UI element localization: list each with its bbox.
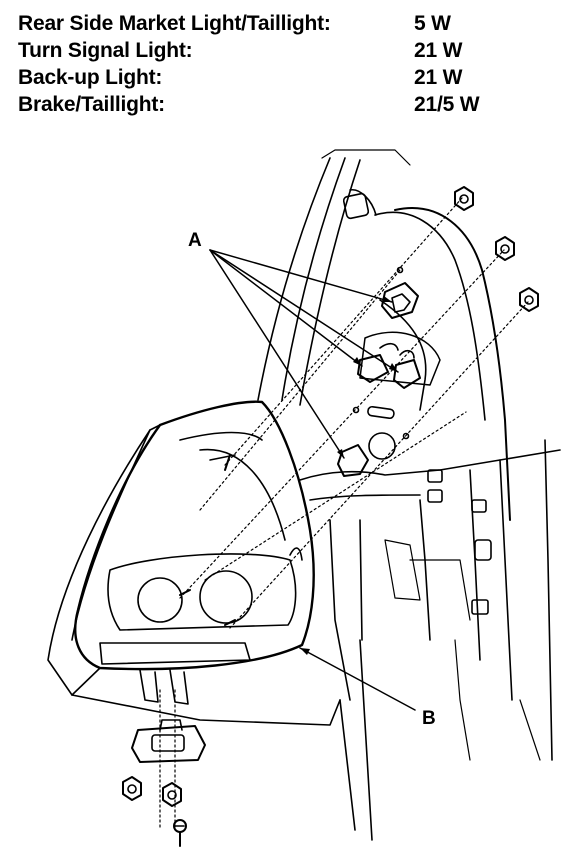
spec-value: 21 W	[414, 39, 463, 62]
mounting-nut-1	[454, 186, 474, 211]
bulb-socket-middle-pair	[357, 331, 441, 389]
lower-nut-right	[162, 782, 182, 807]
bulb-spec-table: Rear Side Market Light/Taillight: 5 W Tu…	[18, 10, 558, 118]
spec-label: Turn Signal Light:	[18, 39, 193, 62]
taillight-housing	[47, 400, 341, 726]
bulb-socket-upper	[381, 266, 419, 319]
callout-b-label: B	[422, 708, 436, 729]
spec-row-brake: Brake/Taillight: 21/5 W	[18, 91, 558, 118]
spec-row-turn-signal: Turn Signal Light: 21 W	[18, 37, 558, 64]
spec-label: Back-up Light:	[18, 66, 163, 89]
mounting-nut-2	[495, 236, 515, 261]
callout-a-arrowheads	[337, 296, 398, 458]
spec-label: Rear Side Market Light/Taillight:	[18, 12, 331, 35]
spec-row-backup: Back-up Light: 21 W	[18, 64, 558, 91]
lower-bracket	[131, 719, 206, 763]
lower-nut-left	[122, 776, 142, 801]
callout-a-label: A	[188, 230, 202, 251]
lower-screw	[173, 819, 187, 847]
spec-row-side-marker: Rear Side Market Light/Taillight: 5 W	[18, 10, 558, 37]
callout-b-leader	[299, 647, 416, 711]
spec-value: 21 W	[414, 66, 463, 89]
mounting-nut-3	[519, 287, 539, 312]
spec-value: 5 W	[414, 12, 451, 35]
bulb-socket-lower	[337, 406, 410, 477]
callout-a-leaders	[209, 249, 399, 459]
spec-label: Brake/Taillight:	[18, 93, 165, 116]
spec-value: 21/5 W	[414, 93, 480, 116]
